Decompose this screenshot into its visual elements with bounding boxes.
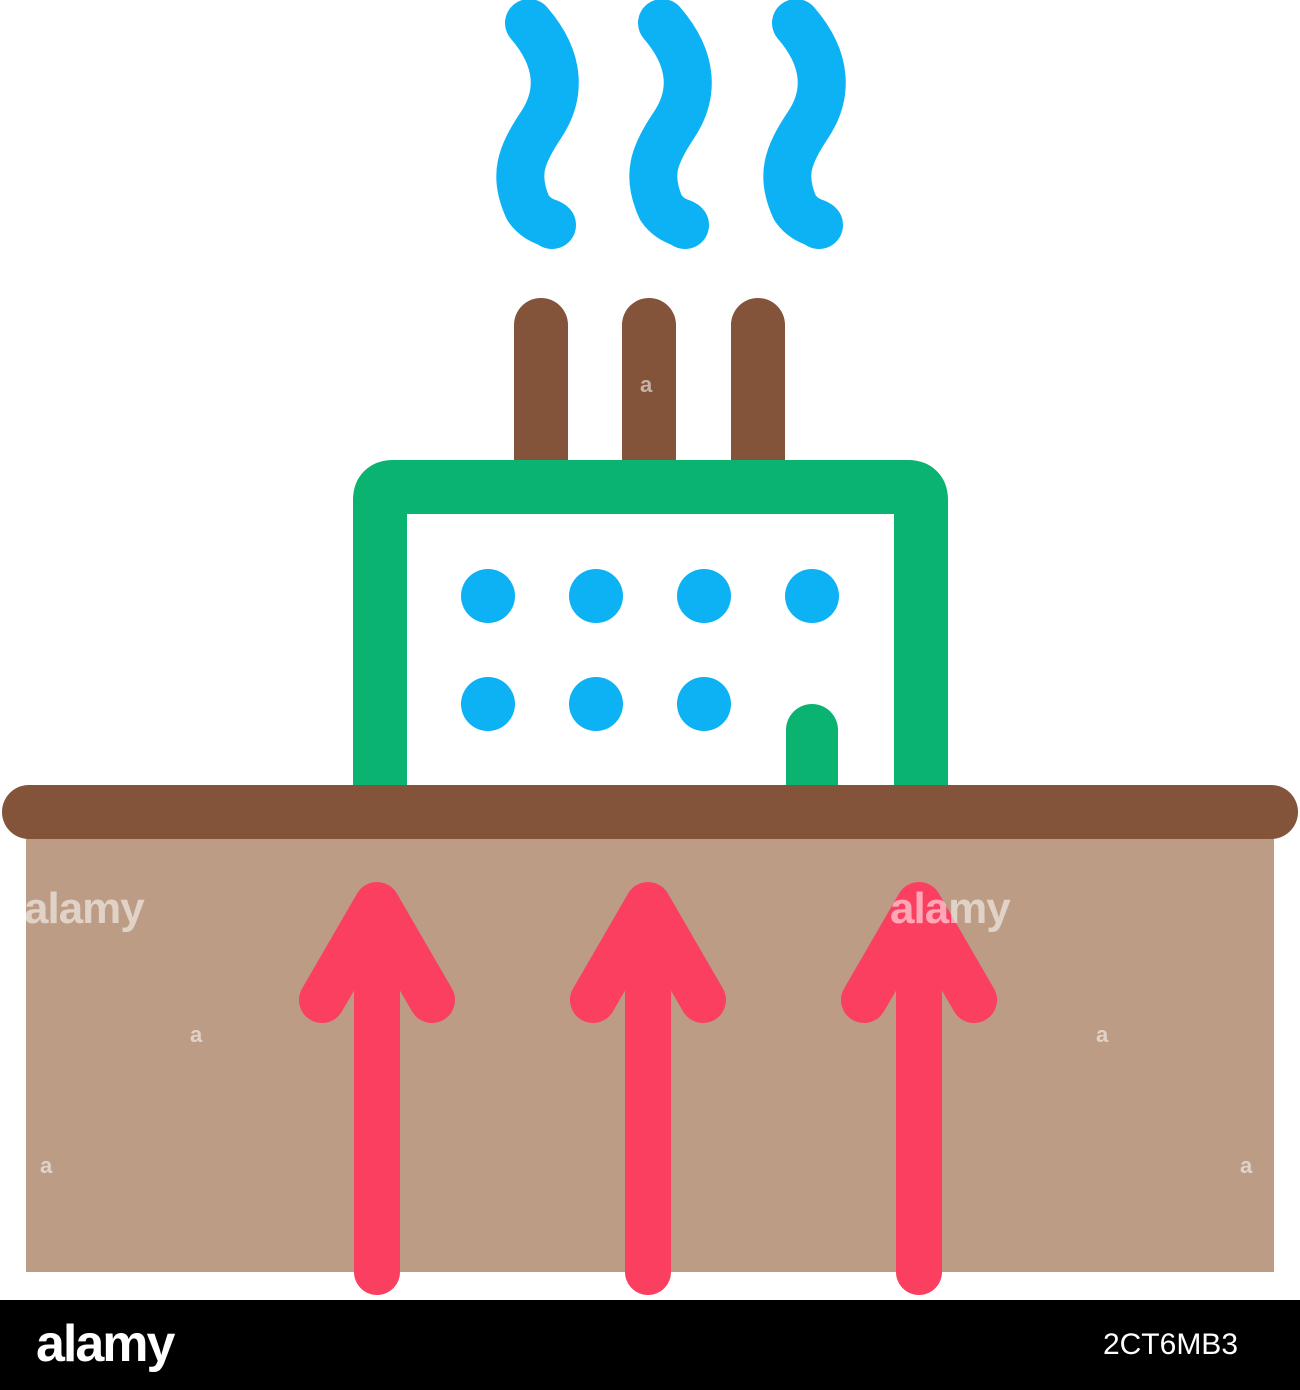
steam-wave-icon bbox=[629, 0, 712, 249]
heat-arrow-icon bbox=[841, 882, 997, 1295]
steam-wave-icon bbox=[763, 0, 846, 249]
footer-logo: alamy bbox=[36, 1315, 175, 1373]
heat-arrow-icons bbox=[299, 882, 997, 1295]
window-icon bbox=[677, 569, 731, 623]
geothermal-plant-illustration bbox=[2, 0, 1298, 1295]
steam-wave-icon bbox=[496, 0, 579, 249]
heat-arrow-icon bbox=[299, 882, 455, 1295]
building-outline bbox=[353, 460, 948, 800]
window-icon bbox=[461, 569, 515, 623]
heat-arrow-icon bbox=[570, 882, 726, 1295]
window-dots bbox=[461, 569, 839, 731]
image-id: 2CT6MB3 bbox=[1102, 1328, 1238, 1361]
window-icon bbox=[569, 677, 623, 731]
window-icon bbox=[785, 569, 839, 623]
chimney-icons bbox=[514, 298, 785, 493]
window-icon bbox=[677, 677, 731, 731]
window-icon bbox=[461, 677, 515, 731]
footer-bar: alamy 2CT6MB3 bbox=[0, 1300, 1300, 1390]
steam-icons bbox=[496, 0, 846, 249]
window-icon bbox=[569, 569, 623, 623]
